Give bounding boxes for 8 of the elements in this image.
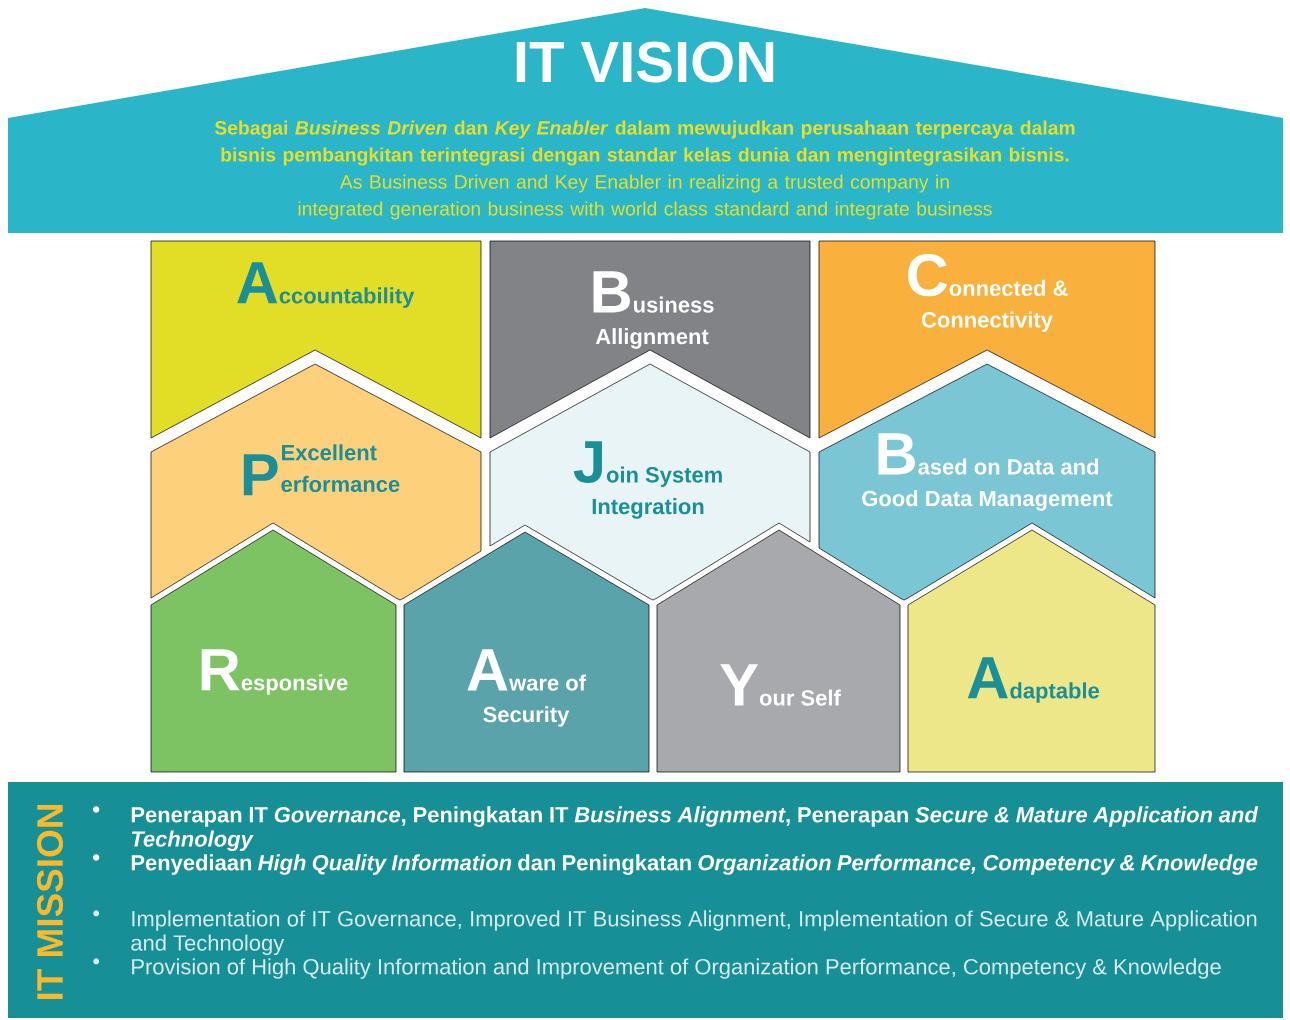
bullet-item: • Implementation of IT Governance, Improved IT Business Alignment, Implementation of Secure & Mature Application and Technology [93,910,1257,956]
bullet-item: • Penyediaan High Quality Information dan Peningkatan Organization Performance, Competency & Knowledge [93,854,1258,875]
vision-text: Sebagai Business Driven dan Key Enabler dalam mewujudkan perusahaan terpercaya dalam bisnis pembangkitan terintegrasi dengan standar kelas dunia dan mengintegrasikan bisnis. [214,120,1075,166]
label: • [93,806,100,813]
heading: IT VISION [516,41,774,83]
bullet-item: • Provision of High Quality Information and Improvement of Organization Performance, Competency & Knowledge [93,958,1221,979]
vision-text: As Business Driven and Key Enabler in realizing a trusted company in integrated generation business with world class standard and integrate business [298,174,992,220]
heading: IT MISSION [36,805,64,999]
